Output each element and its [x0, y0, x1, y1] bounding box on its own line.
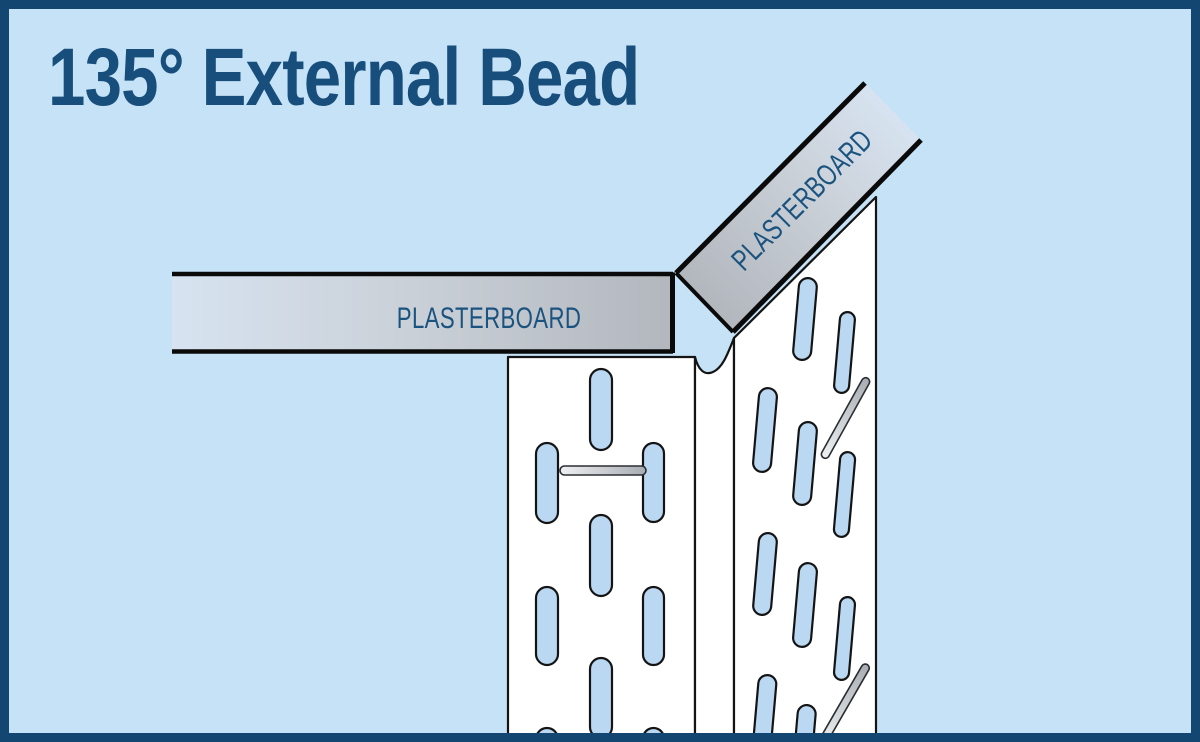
perforation-slot — [641, 585, 666, 667]
perforation-slot — [832, 596, 857, 681]
bead-nose — [693, 336, 736, 742]
perforation-slot — [792, 562, 818, 648]
perforation-slot — [588, 656, 614, 740]
perforation-slot — [641, 441, 666, 524]
perforation-slot — [792, 277, 818, 361]
angled-plasterboard-body — [676, 83, 921, 332]
perforation-slot — [588, 367, 614, 452]
angled-flange-slots — [752, 277, 857, 742]
angled-plasterboard-end-edge — [674, 271, 735, 334]
perforation-slot — [752, 532, 778, 616]
fixing-bar — [818, 663, 871, 742]
angled-plasterboard-top-edge — [674, 81, 867, 275]
horizontal-plasterboard: PLASTERBOARD — [172, 271, 675, 354]
fixing-bars — [559, 376, 871, 742]
fixing-bar — [820, 376, 871, 460]
diagram-title: 135° External Bead — [48, 31, 639, 123]
perforation-slot — [752, 673, 778, 742]
perforation-slot — [832, 451, 857, 538]
perforation-slot — [534, 441, 560, 525]
perforation-slot — [792, 421, 818, 506]
angled-plasterboard-bottom-edge — [731, 138, 923, 334]
perforation-slot — [752, 387, 778, 473]
fixing-bar — [559, 465, 647, 476]
front-flange-slots — [534, 367, 666, 742]
perforation-slot — [833, 311, 856, 394]
perforation-slot — [534, 585, 560, 667]
horizontal-plasterboard-body — [172, 272, 675, 353]
perforation-slot — [588, 513, 614, 598]
horizontal-plasterboard-label: PLASTERBOARD — [397, 301, 581, 335]
